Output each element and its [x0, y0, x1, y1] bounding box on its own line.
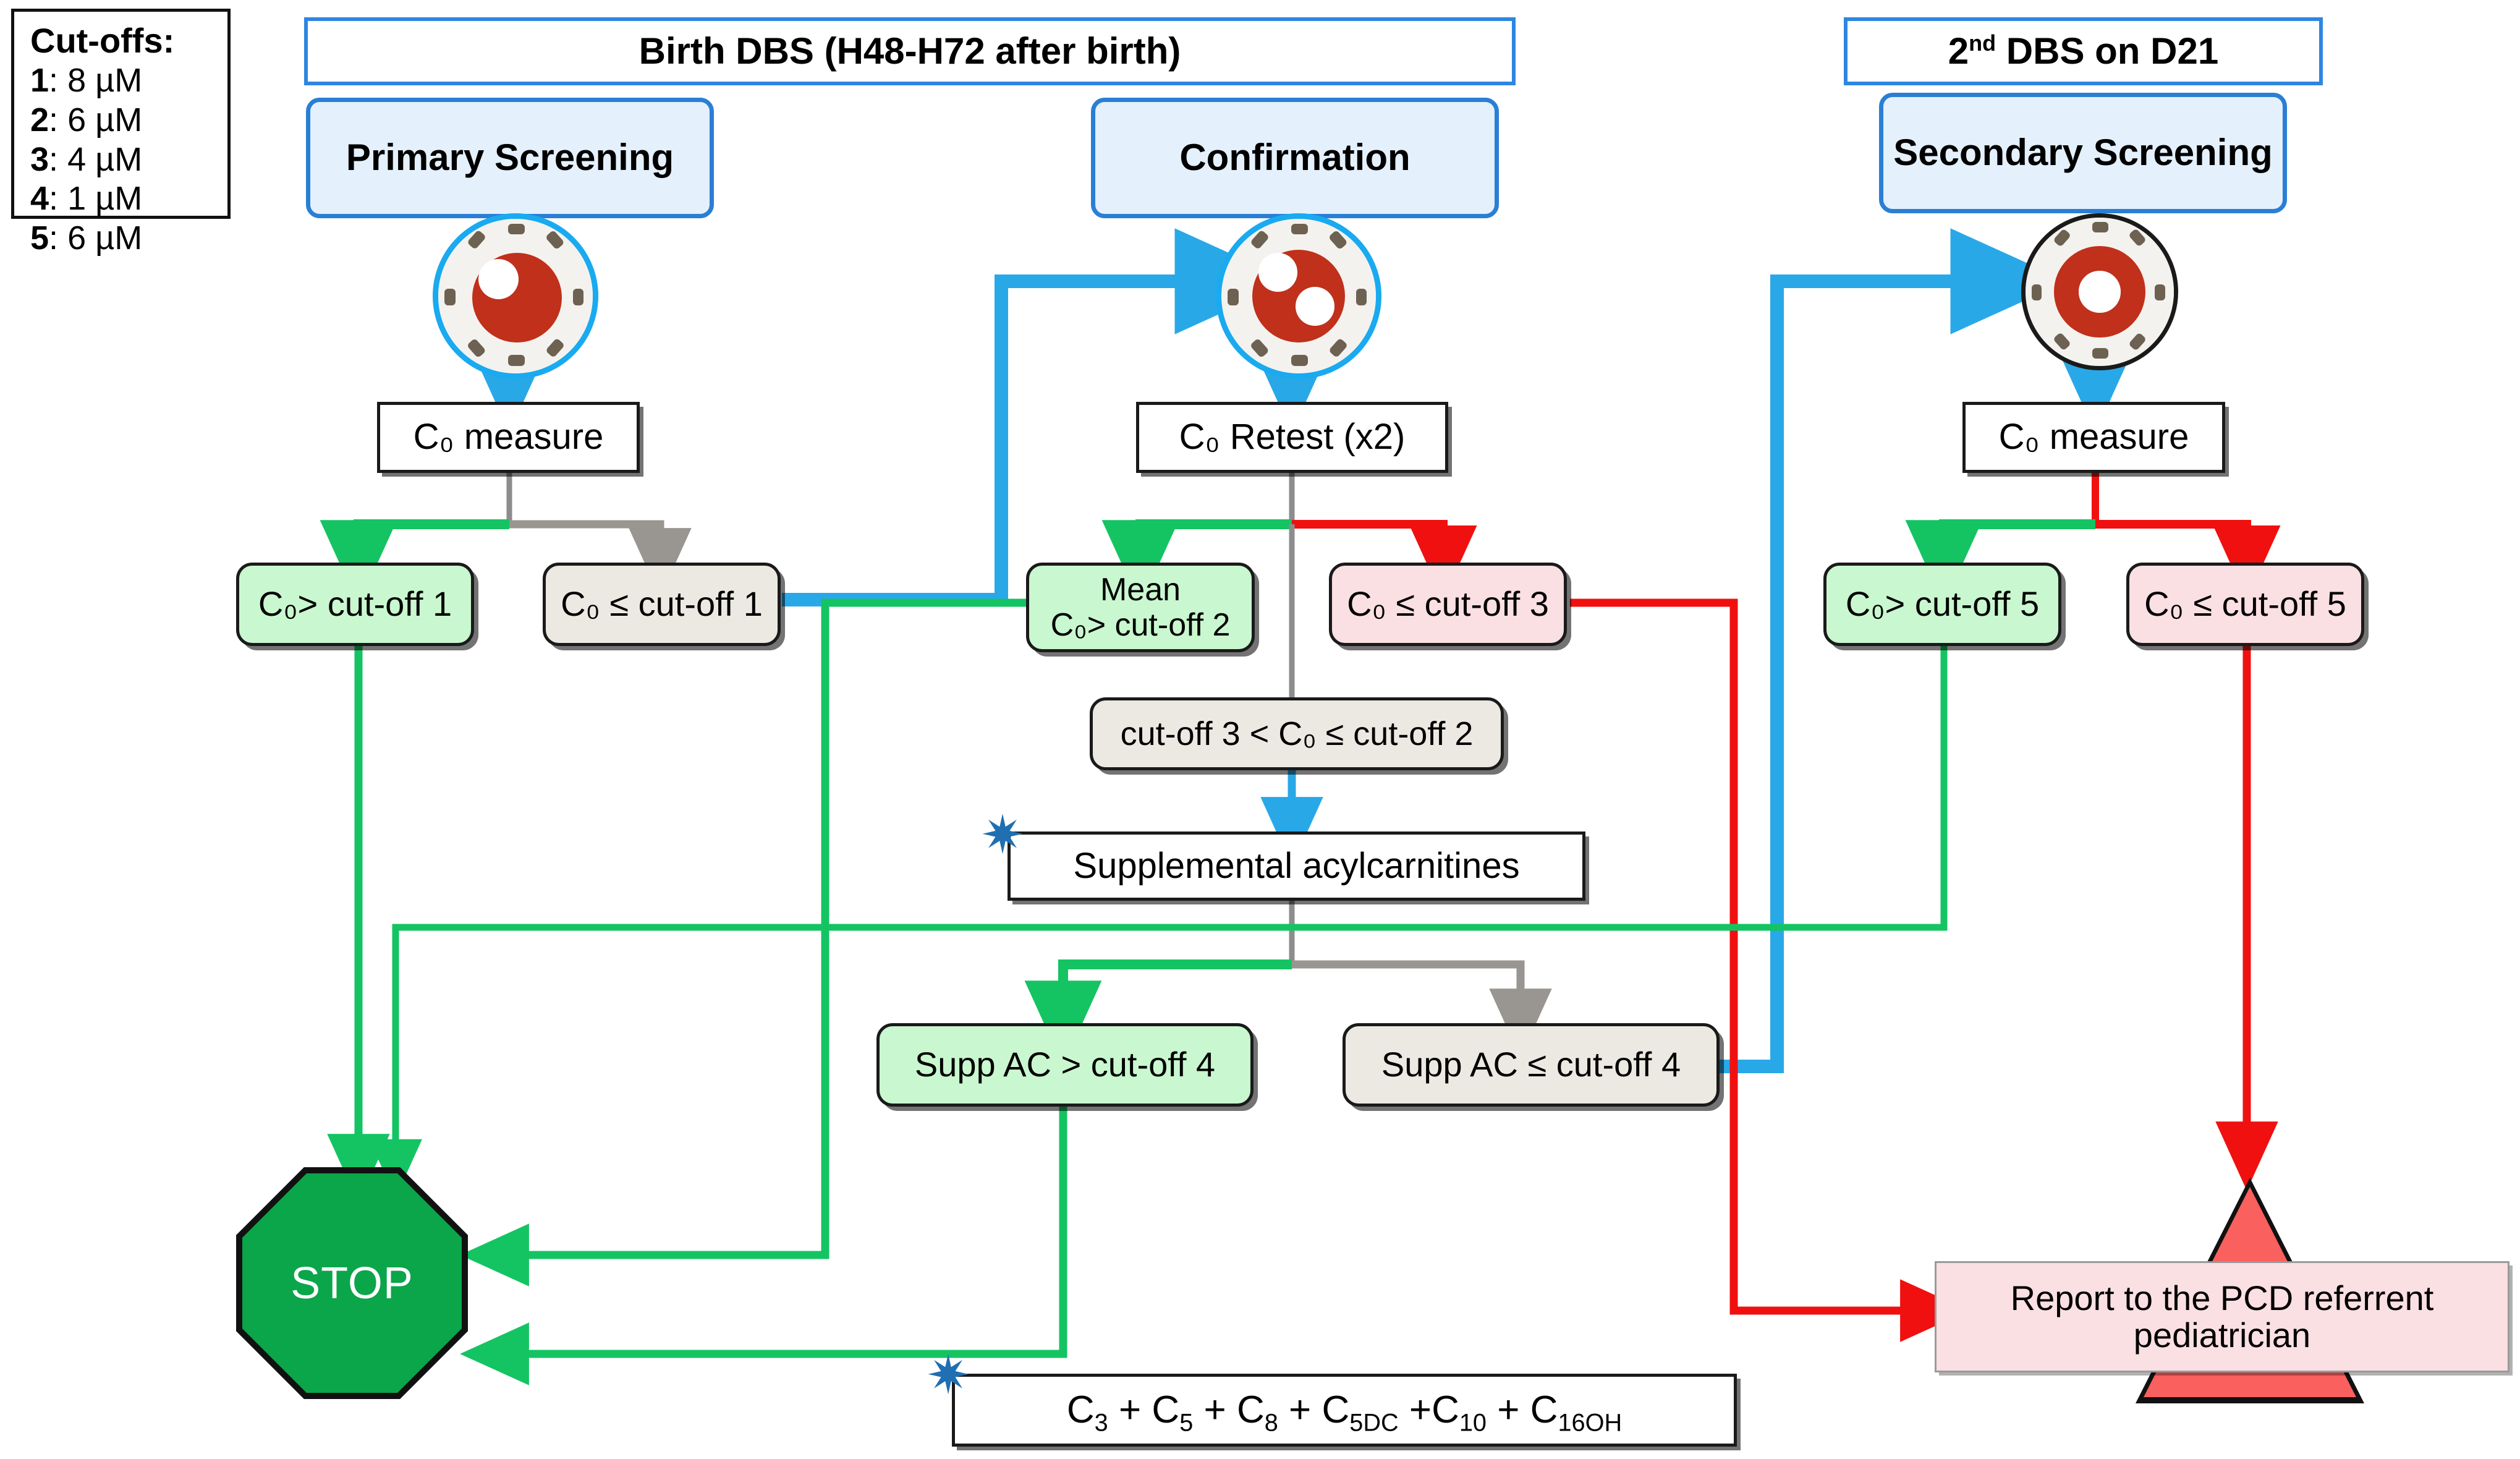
legend-item-3: 3: 4 µM [30, 140, 143, 178]
legend-item-1-value: 8 µM [67, 62, 143, 100]
edge-supplemental-to-suppte4 [1292, 960, 1552, 1058]
phase-primary-screening-label: Primary Screening [346, 137, 674, 179]
node-le-cutoff-3-label: C₀ ≤ cut-off 3 [1347, 584, 1549, 624]
node-mean-gt-cutoff-2: Mean C₀> cut-off 2 [1026, 563, 1255, 652]
node-supp-ac-le-cutoff-4: Supp AC ≤ cut-off 4 [1343, 1023, 1720, 1107]
phase-secondary-screening-label: Secondary Screening [1893, 132, 2273, 174]
stop-node: STOP [242, 1173, 462, 1393]
blue-star-marker-icon-formula: ✷ [926, 1346, 971, 1405]
edge-gtcut5-to-stop [369, 646, 1948, 1198]
legend-item-2-key: 2 [30, 101, 49, 138]
node-between-cutoff-3-and-2-label: cut-off 3 < C₀ ≤ cut-off 2 [1120, 715, 1474, 752]
node-le-cutoff-5: C₀ ≤ cut-off 5 [2126, 563, 2364, 646]
node-le-cutoff-3: C₀ ≤ cut-off 3 [1329, 563, 1567, 646]
node-c0-retest-label: C₀ Retest (x2) [1179, 417, 1406, 457]
banner-birth-dbs: Birth DBS (H48-H72 after birth) [304, 17, 1516, 85]
phase-confirmation: Confirmation [1091, 98, 1499, 218]
node-supp-ac-gt-cutoff-4: Supp AC > cut-off 4 [876, 1023, 1254, 1107]
node-supplemental-formula: C3 + C5 + C8 + C5DC +C10 + C16OH [952, 1374, 1737, 1447]
node-supp-ac-gt-cutoff-4-label: Supp AC > cut-off 4 [914, 1045, 1216, 1084]
node-c0-measure-primary-label: C₀ measure [413, 417, 604, 457]
legend-item-3-key: 3 [30, 140, 49, 178]
edge-suppgt4-to-stop [460, 1107, 1067, 1385]
node-gt-cutoff-1-label: C₀> cut-off 1 [258, 584, 452, 624]
legend-item-3-value: 4 µM [67, 140, 143, 178]
phase-primary-screening: Primary Screening [306, 98, 714, 218]
node-mean-gt-cutoff-2-line1: Mean [1100, 572, 1181, 608]
edge-c0measure-right-to-lecut5 [2095, 520, 2281, 600]
legend-item-1-key: 1 [30, 62, 49, 100]
cutoffs-legend: Cut-offs: 1: 8 µM 2: 6 µM 3: 4 µM 4: 1 µ… [11, 9, 231, 257]
edge-supplemental-to-suppgt4 [1024, 959, 1292, 1066]
node-le-cutoff-5-label: C₀ ≤ cut-off 5 [2144, 584, 2346, 624]
edge-c0retest-to-lecut3 [1292, 520, 1477, 600]
edge-suppte4-to-secondary-dbs [1718, 228, 2068, 1073]
legend-item-4: 4: 1 µM [30, 180, 143, 218]
node-c0-measure-secondary: C₀ measure [1962, 402, 2225, 473]
node-report-to-pcd-pediatrician: Report to the PCD referrent pediatrician [1935, 1261, 2509, 1372]
legend-title: Cut-offs: [30, 21, 175, 60]
dbs-card-one-punch-icon [433, 213, 598, 379]
edge-c0measure-right-to-gtcut5 [1905, 519, 2095, 605]
node-supplemental-formula-label: C3 + C5 + C8 + C5DC +C10 + C16OH [1066, 1388, 1623, 1436]
node-mean-gt-cutoff-2-line2: C₀> cut-off 2 [1050, 606, 1231, 643]
legend-item-5-value: 6 µM [67, 219, 143, 257]
phase-confirmation-label: Confirmation [1179, 137, 1411, 179]
node-gt-cutoff-1: C₀> cut-off 1 [236, 563, 474, 646]
legend-item-2-value: 6 µM [67, 101, 143, 138]
legend-item-1: 1: 8 µM [30, 62, 143, 100]
banner-birth-dbs-label: Birth DBS (H48-H72 after birth) [638, 30, 1181, 72]
stop-node-label: STOP [291, 1258, 414, 1308]
phase-secondary-screening: Secondary Screening [1879, 93, 2287, 213]
node-gt-cutoff-5-label: C₀> cut-off 5 [1845, 584, 2040, 624]
edge-c0measure-to-gtcut1 [320, 519, 509, 605]
node-between-cutoff-3-and-2: cut-off 3 < C₀ ≤ cut-off 2 [1090, 697, 1504, 770]
legend-item-5-key: 5 [30, 219, 49, 257]
banner-second-dbs-label: 2nd DBS on D21 [1948, 30, 2219, 72]
blue-star-marker-icon-supplemental: ✷ [980, 806, 1025, 865]
node-supplemental-acylcarnitines-label: Supplemental acylcarnitines [1073, 845, 1520, 886]
edge-c0measure-to-lecut1 [509, 520, 692, 597]
legend-item-4-value: 1 µM [67, 180, 143, 218]
node-report-line1: Report to the PCD referrent [2010, 1278, 2434, 1317]
node-report-line2: pediatrician [2133, 1316, 2311, 1355]
node-supplemental-acylcarnitines: Supplemental acylcarnitines [1008, 832, 1585, 901]
legend-item-4-key: 4 [30, 180, 49, 218]
edge-c0retest-to-meangtcut2 [1101, 519, 1292, 605]
dbs-card-two-punch-icon [1216, 213, 1381, 379]
legend-item-2: 2: 6 µM [30, 101, 143, 138]
node-le-cutoff-1: C₀ ≤ cut-off 1 [543, 563, 781, 646]
dbs-card-center-punch-icon [2021, 213, 2178, 370]
node-le-cutoff-1-label: C₀ ≤ cut-off 1 [561, 584, 763, 624]
node-c0-measure-primary: C₀ measure [377, 402, 640, 473]
node-c0-measure-secondary-label: C₀ measure [1998, 417, 2189, 457]
legend-item-5: 5: 6 µM [30, 219, 143, 257]
node-gt-cutoff-5: C₀> cut-off 5 [1823, 563, 2061, 646]
node-supp-ac-le-cutoff-4-label: Supp AC ≤ cut-off 4 [1381, 1045, 1681, 1084]
banner-second-dbs: 2nd DBS on D21 [1844, 17, 2323, 85]
edge-lecut3-to-report [1570, 598, 1969, 1342]
node-c0-retest: C₀ Retest (x2) [1136, 402, 1448, 473]
